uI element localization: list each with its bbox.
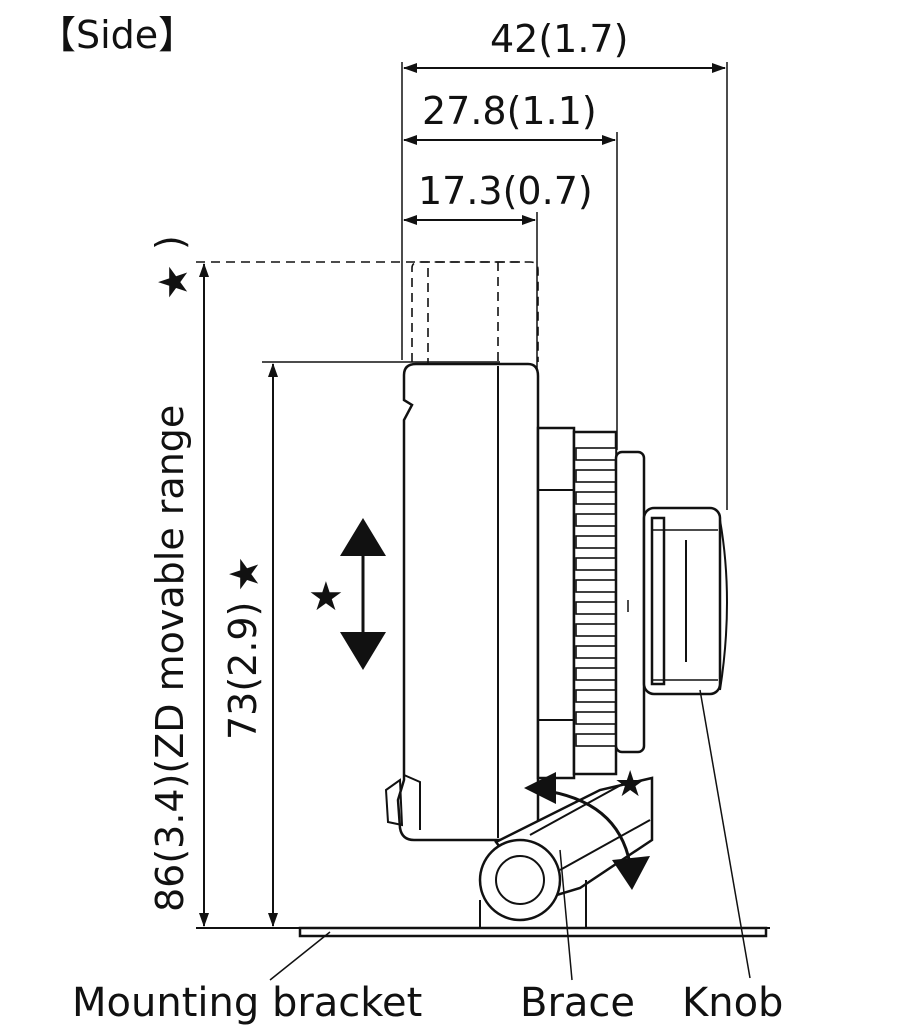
brace-rib bbox=[575, 491, 617, 505]
knob bbox=[642, 506, 728, 696]
brace-depth-label: 27.8(1.1) bbox=[422, 89, 597, 133]
brace-leader bbox=[559, 849, 573, 981]
dimension-movable-range: 86(3.4)(ZD movable range ★ ) bbox=[148, 235, 520, 927]
brace-rib bbox=[575, 667, 617, 681]
mounting-bracket-plate bbox=[196, 926, 770, 938]
dimension-body-height: 73(2.9) ★ bbox=[221, 361, 500, 927]
movable-range-label: 86(3.4)(ZD movable range bbox=[148, 405, 192, 912]
hinge-arm bbox=[478, 776, 654, 928]
brace-label: Brace bbox=[520, 980, 635, 1026]
star-icon: ★ bbox=[222, 556, 268, 592]
dimension-overall-depth: 42(1.7) bbox=[401, 17, 728, 510]
main-body bbox=[384, 362, 540, 842]
knob-label: Knob bbox=[682, 980, 783, 1026]
body-depth-label: 17.3(0.7) bbox=[418, 169, 593, 213]
brace-rib bbox=[575, 469, 617, 483]
brace-rib bbox=[575, 447, 617, 461]
view-title: 【Side】 bbox=[38, 13, 196, 57]
brace-assembly bbox=[536, 426, 646, 780]
brace-rib bbox=[575, 623, 617, 637]
brace-rib bbox=[575, 535, 617, 549]
brace-rib bbox=[575, 733, 617, 747]
curved-arrow-icon bbox=[524, 772, 650, 890]
double-arrow-icon bbox=[340, 518, 386, 670]
mounting-bracket-leader bbox=[269, 931, 331, 981]
raised-position-outline bbox=[411, 261, 539, 380]
star-icon: ★ bbox=[614, 764, 646, 805]
brace-rib bbox=[575, 711, 617, 725]
brace-rib bbox=[575, 579, 617, 593]
mounting-bracket-label: Mounting bracket bbox=[72, 980, 422, 1026]
svg-text:): ) bbox=[148, 235, 192, 250]
brace-rib bbox=[575, 689, 617, 703]
brace-rib bbox=[575, 513, 617, 527]
star-icon: ★ bbox=[151, 264, 197, 300]
brace-rib bbox=[575, 557, 617, 571]
knob-leader bbox=[699, 689, 751, 979]
brace-rib bbox=[575, 645, 617, 659]
overall-depth-label: 42(1.7) bbox=[490, 17, 628, 61]
star-icon: ★ bbox=[308, 574, 344, 620]
dimension-body-depth: 17.3(0.7) bbox=[403, 169, 593, 430]
body-height-label: 73(2.9) bbox=[221, 602, 265, 740]
dimension-brace-depth: 27.8(1.1) bbox=[403, 89, 618, 450]
brace-rib bbox=[575, 601, 617, 615]
